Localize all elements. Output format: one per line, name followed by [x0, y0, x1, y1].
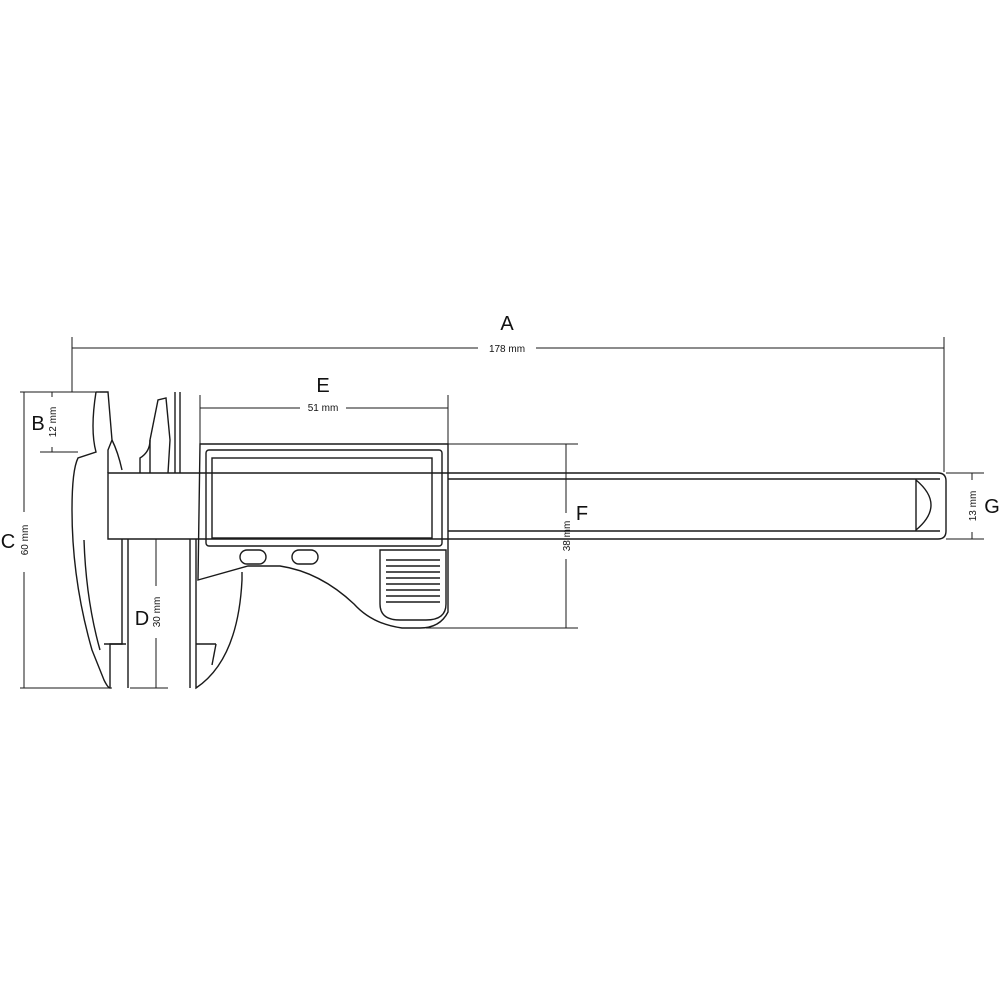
- dimension-e: E 51 mm: [199, 375, 449, 444]
- fixed-jaw-inner-curve: [111, 439, 123, 471]
- beam-end-cap: [915, 478, 932, 532]
- caliper-beam: [107, 472, 947, 540]
- lcd-screen: [211, 457, 433, 539]
- fixed-jaw-contour: [83, 539, 101, 651]
- zero-button[interactable]: [239, 549, 267, 565]
- dimension-c: C 60 mm: [1, 392, 112, 689]
- dimension-a-letter: A: [500, 313, 514, 335]
- dimension-d-value: 30 mm: [152, 597, 163, 628]
- sliding-jaw-upper-curve: [139, 439, 151, 473]
- sliding-jaw-lower: [195, 539, 243, 690]
- dimension-e-letter: E: [316, 375, 329, 397]
- dimension-b: B 12 mm: [20, 391, 96, 453]
- dimension-a-value: 178 mm: [489, 344, 525, 355]
- dimension-g-letter: G: [984, 496, 1000, 518]
- dimension-c-value: 60 mm: [20, 525, 31, 556]
- unit-button[interactable]: [291, 549, 319, 565]
- dimension-g-value: 13 mm: [968, 491, 979, 522]
- dimension-e-value: 51 mm: [308, 403, 339, 414]
- dimension-a: A 178 mm: [71, 313, 945, 472]
- thumb-grip[interactable]: [379, 549, 447, 621]
- dimension-c-letter: C: [1, 531, 15, 553]
- dimension-f: F 38 mm: [426, 443, 588, 629]
- sliding-jaw-upper: [149, 397, 171, 474]
- sliding-jaw-notch-edge: [211, 643, 217, 666]
- dimension-d: D 30 mm: [130, 538, 196, 689]
- dimension-d-letter: D: [135, 608, 149, 630]
- dimension-f-letter: F: [576, 503, 588, 525]
- dimension-b-letter: B: [31, 413, 44, 435]
- dimension-f-value: 38 mm: [562, 521, 573, 552]
- thumb-grip-ridges: [386, 559, 440, 603]
- dimension-g: G 13 mm: [946, 472, 1000, 540]
- dimension-b-value: 12 mm: [48, 407, 59, 438]
- display-bezel: [205, 449, 443, 547]
- display-head: [197, 443, 449, 629]
- caliper-body: [71, 391, 947, 690]
